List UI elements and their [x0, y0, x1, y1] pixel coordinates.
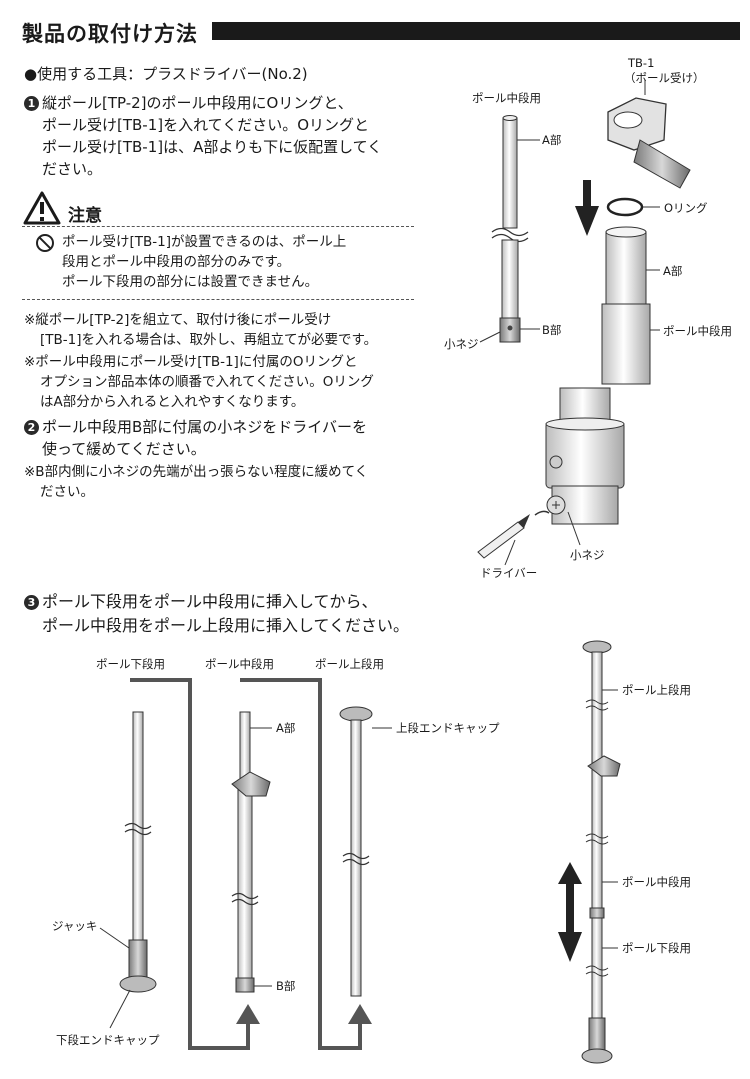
- step1-line: ポール受け[TB-1]を入れてください。Oリングと: [42, 116, 370, 134]
- pole-lower-label: ポール下段用: [622, 941, 691, 955]
- tb1-label: TB-1: [628, 56, 655, 70]
- caution-text: ポール受け[TB-1]が設置できるのは、ポール上 段用とポール中段用の部分のみで…: [62, 232, 422, 292]
- step2-notes: ※B部内側に小ネジの先端が出っ張らない程度に緩めてく ださい。: [24, 462, 434, 502]
- fig1-enlarged-pole: [601, 226, 660, 385]
- double-arrow-icon: [558, 862, 582, 962]
- fig3-assembled-pole: [581, 640, 621, 1064]
- pole-mid-label: ポール中段用: [622, 875, 691, 889]
- notes1: ※縦ポール[TP-2]を組立て、取付け後にポール受け [TB-1]を入れる場合は…: [24, 310, 434, 412]
- pole-upper-label: ポール上段用: [622, 683, 691, 697]
- note-line: はA部分から入れると入れやすくなります。: [40, 394, 305, 410]
- note-line: ださい。: [40, 484, 94, 500]
- b-part-label: B部: [276, 979, 296, 993]
- caution-line: ポール下段用の部分には設置できません。: [62, 274, 319, 290]
- a-part-label: A部: [663, 264, 683, 278]
- step3-number: 3: [24, 595, 39, 610]
- pole-upper-label: ポール上段用: [315, 657, 384, 671]
- lower-cap-label: 下段エンドキャップ: [56, 1033, 160, 1047]
- title-bar: [212, 22, 740, 40]
- fig3-middle-pole: [231, 711, 272, 993]
- step1-line: 縦ポール[TP-2]のポール中段用にOリングと、: [42, 94, 353, 112]
- caution-box: [22, 226, 414, 300]
- arrow-up-icon: [236, 1004, 260, 1024]
- page-title: 製品の取付け方法: [22, 22, 198, 46]
- small-screw-label: 小ネジ: [444, 337, 479, 351]
- step2-line: ポール中段用B部に付属の小ネジをドライバーを: [42, 418, 367, 436]
- caution-title: 注意: [68, 206, 102, 226]
- tools-line: ●使用する工具：プラスドライバー(No.2): [24, 65, 308, 83]
- fig2-joint: [477, 387, 625, 566]
- b-part-label: B部: [542, 323, 562, 337]
- fig1-title-label: ポール中段用: [472, 91, 541, 105]
- caution-line: 段用とポール中段用の部分のみです。: [62, 254, 291, 270]
- fig1-middle-pole: [479, 115, 540, 343]
- tb1-pole-receiver: [607, 80, 691, 189]
- fig3-upper-pole: [339, 706, 392, 997]
- note-line: ※B部内側に小ネジの先端が出っ張らない程度に緩めてく: [24, 464, 369, 480]
- step3-line: ポール中段用をポール上段用に挿入してください。: [42, 616, 410, 635]
- step1-line: ポール受け[TB-1]は、A部よりも下に仮配置してく: [42, 138, 383, 156]
- note-line: ※縦ポール[TP-2]を組立て、取付け後にポール受け: [24, 312, 332, 328]
- prohibited-icon: [36, 234, 54, 252]
- a-part-label: A部: [542, 133, 562, 147]
- pole-mid-label: ポール中段用: [663, 324, 732, 338]
- o-ring-label: Oリング: [664, 201, 708, 215]
- a-part-label: A部: [276, 721, 296, 735]
- step3-line: ポール下段用をポール中段用に挿入してから、: [42, 592, 378, 611]
- note-line: [TB-1]を入れる場合は、取外し、再組立てが必要です。: [40, 332, 378, 348]
- arrow-up-icon: [348, 1004, 372, 1024]
- note-line: オプション部品本体の順番で入れてください。Oリング: [40, 374, 374, 390]
- arrow-down-icon: [575, 180, 599, 236]
- pole-mid-label: ポール中段用: [205, 657, 274, 671]
- warning-icon: [23, 191, 61, 225]
- pole-lower-label: ポール下段用: [96, 657, 165, 671]
- upper-cap-label: 上段エンドキャップ: [396, 721, 500, 735]
- note-line: ※ポール中段用にポール受け[TB-1]に付属のOリングと: [24, 354, 358, 370]
- screwdriver-label: ドライバー: [480, 566, 538, 580]
- jack-label: ジャッキ: [52, 919, 98, 933]
- fig3-lower-pole: [99, 711, 157, 1029]
- small-screw-label: 小ネジ: [570, 548, 605, 562]
- tb1-sub-label: （ポール受け）: [624, 71, 705, 85]
- connector-lines: [130, 678, 362, 1050]
- step2-line: 使って緩めてください。: [42, 440, 206, 458]
- o-ring: [606, 197, 644, 217]
- step2-number: 2: [24, 420, 39, 435]
- step1-number: 1: [24, 96, 39, 111]
- step1-line: ださい。: [42, 160, 103, 178]
- caution-line: ポール受け[TB-1]が設置できるのは、ポール上: [62, 234, 347, 250]
